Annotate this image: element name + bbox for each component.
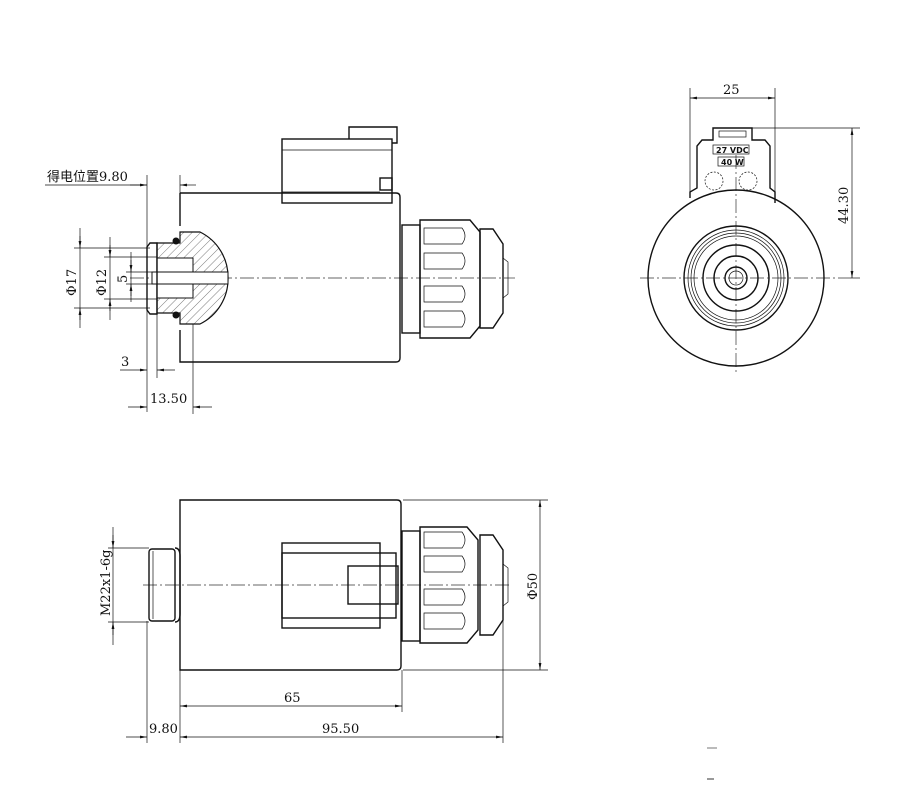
dim-d50: Φ50 (526, 573, 541, 600)
thread-fitting (148, 547, 181, 623)
dim-5: 5 (116, 275, 131, 283)
voltage-label: 27 VDC (716, 146, 749, 155)
screw-icon (738, 171, 758, 191)
dim-95-50: 95.50 (322, 722, 359, 737)
coil-body (179, 192, 401, 363)
dim-d17: Φ17 (65, 269, 80, 296)
side-view: 27 VDC 40 W 25 44.30 (640, 83, 860, 375)
dim-25: 25 (723, 83, 740, 98)
top-dimensions: Φ50 M22x1-6g 65 9.80 95.50 (99, 499, 548, 743)
knurled-nut (401, 219, 509, 339)
energized-position-label: 得电位置9.80 (47, 169, 128, 185)
front-view: 得电位置9.80 Φ17 Φ12 5 3 13.50 (45, 126, 515, 414)
dim-44-30: 44.30 (837, 187, 852, 224)
connector (281, 542, 399, 629)
dim-d12: Φ12 (95, 269, 110, 296)
screw-icon (704, 171, 724, 191)
coil-outline (647, 189, 825, 367)
top-view: Φ50 M22x1-6g 65 9.80 95.50 (99, 499, 548, 743)
dim-13-50: 13.50 (150, 392, 187, 407)
front-dimensions: 得电位置9.80 Φ17 Φ12 5 3 13.50 (45, 169, 212, 414)
armature-section (146, 231, 229, 325)
connector (281, 126, 398, 204)
dim-3: 3 (121, 355, 129, 370)
dim-9-80: 9.80 (149, 722, 178, 737)
connector-outline (689, 127, 776, 203)
dim-65: 65 (284, 691, 301, 706)
thread-spec-label: M22x1-6g (99, 550, 114, 616)
coil-body (179, 499, 402, 671)
power-label: 40 W (721, 158, 744, 167)
